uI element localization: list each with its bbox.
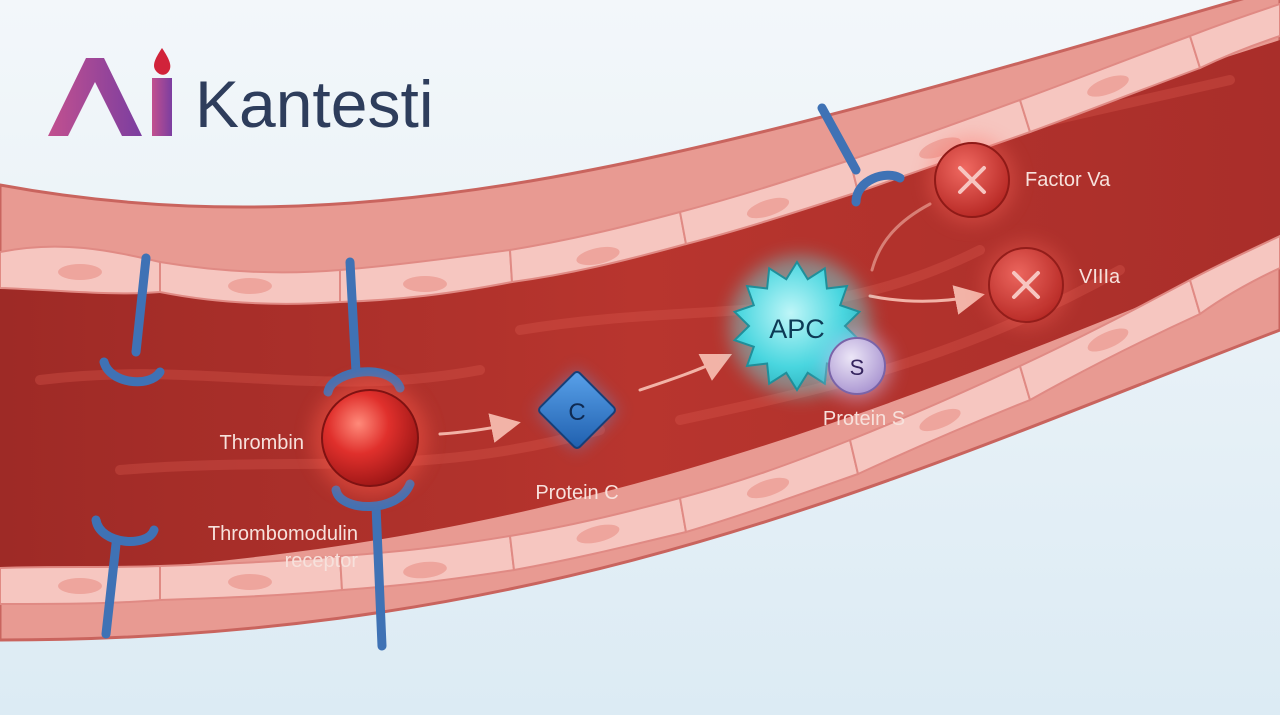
factor-va-cross-icon	[958, 166, 986, 194]
protein-c-molecule: C	[537, 370, 617, 450]
viiia-label: VIIIa	[1079, 266, 1121, 288]
protein-s-label: Protein S	[823, 408, 905, 430]
thrombomodulin-label-line2: receptor	[285, 550, 359, 572]
protein-c-label: Protein C	[535, 482, 618, 504]
factor-va-inactivated	[928, 136, 1016, 224]
receptor-group	[91, 103, 905, 651]
receptor-top-right	[817, 103, 905, 207]
diagram-labels: Thrombin Thrombomodulin receptor Protein…	[208, 169, 1121, 572]
arrow-thrombin-to-protein-c	[438, 413, 521, 443]
apc-label: APC	[769, 314, 825, 344]
thrombomodulin-label-line1: Thrombomodulin	[208, 523, 358, 545]
viiia-cross-icon	[1012, 271, 1040, 299]
blood-drop-icon	[154, 48, 171, 75]
protein-s-symbol: S	[850, 355, 865, 380]
lower-cell-nuclei	[58, 328, 1129, 594]
protein-s-molecule: S	[823, 332, 891, 400]
receptor-top-bound	[323, 257, 405, 397]
logo-mark-icon	[48, 48, 172, 136]
receptor-bottom-bound	[331, 479, 415, 651]
arrow-protein-c-to-apc	[638, 353, 733, 392]
thrombin-label: Thrombin	[220, 432, 304, 454]
protein-c-symbol: C	[568, 399, 585, 426]
pathway-arrows	[438, 202, 985, 443]
thrombin-molecule	[312, 380, 428, 496]
factor-va-label: Factor Va	[1025, 169, 1111, 191]
receptor-bottom-left	[91, 515, 159, 639]
receptor-top-left	[99, 253, 165, 387]
upper-cell-nuclei	[58, 75, 1129, 294]
arrow-apc-to-factor-va	[870, 202, 932, 272]
viiia-inactivated	[982, 241, 1070, 329]
brand-name: Kantesti	[195, 67, 433, 141]
arrow-apc-to-viiia	[868, 285, 985, 315]
brand-logo: Kantesti	[48, 48, 433, 141]
